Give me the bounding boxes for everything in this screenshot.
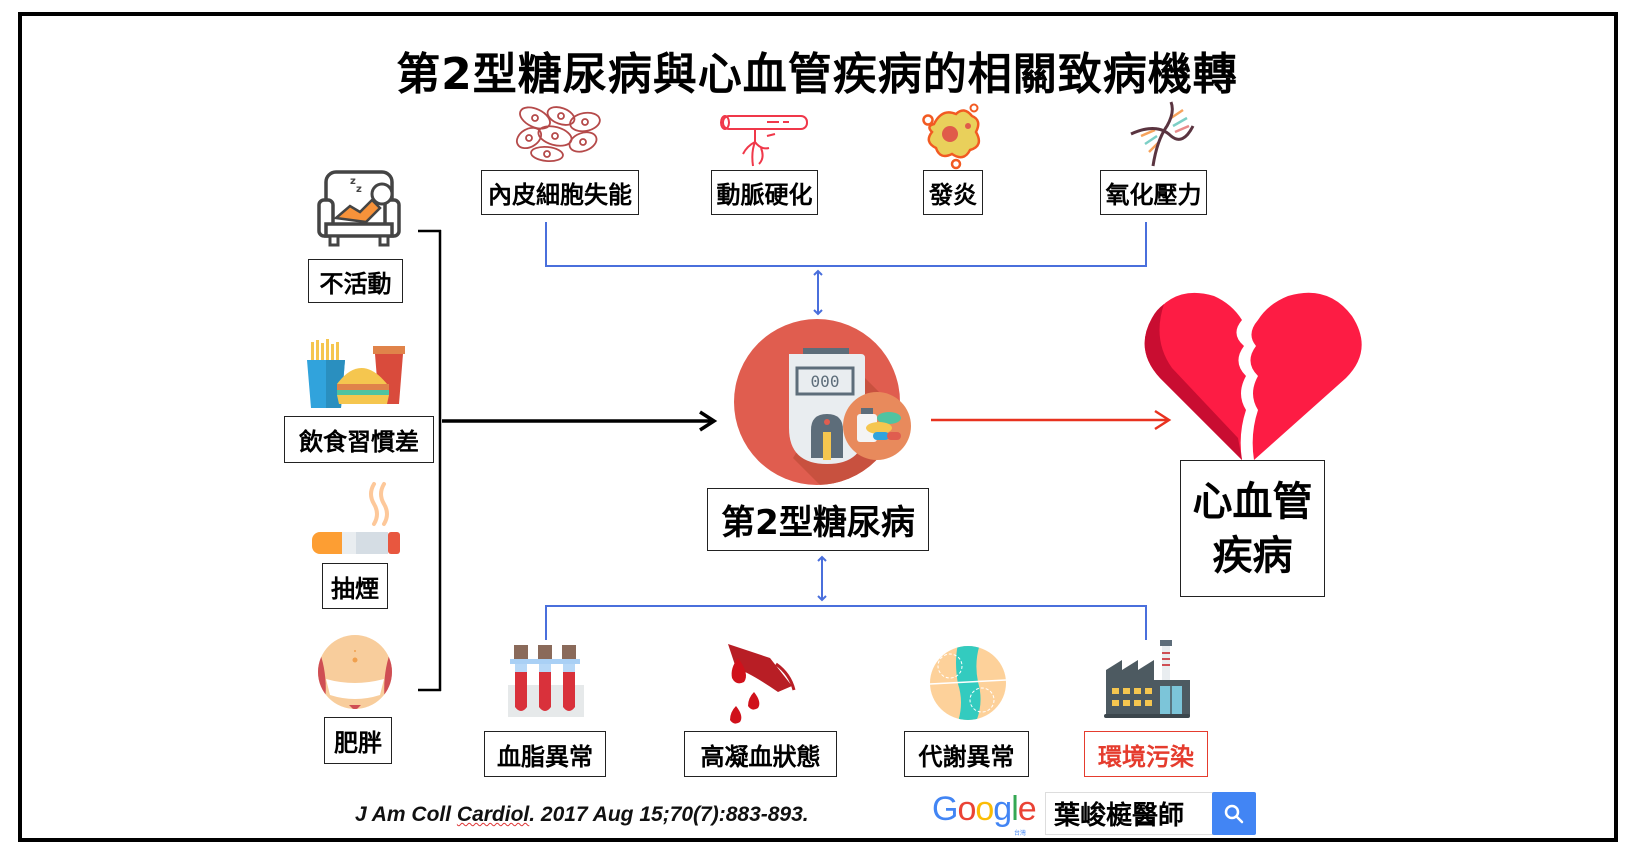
search-button[interactable] <box>1212 792 1256 835</box>
logo-letter: e <box>1017 790 1037 828</box>
risk-to-diabetes-arrow <box>442 410 718 432</box>
citation: J Am Coll Cardiol. 2017 Aug 15;70(7):883… <box>355 803 809 827</box>
citation-journal-abbrev: Cardiol <box>456 803 530 826</box>
logo-region: 台灣 <box>1014 831 1027 837</box>
mechanism-label: 氧化壓力 <box>1105 181 1202 209</box>
meter-display: 000 <box>811 372 840 391</box>
metabolism-icon <box>929 646 1007 720</box>
diabetes-to-cvd-arrow <box>931 409 1172 431</box>
diagram-frame <box>18 12 1618 842</box>
risk-factor-box: 抽煙 <box>322 563 388 609</box>
obese-belly-icon <box>318 635 392 709</box>
mechanism-box: 氧化壓力 <box>1100 170 1207 215</box>
top-mechanism-bracket <box>545 222 1147 267</box>
mechanism-label: 動脈硬化 <box>716 181 813 209</box>
outcome-label-line1: 心血管 <box>1192 478 1313 525</box>
risk-factor-bracket <box>418 229 442 692</box>
center-disease-box: 第2型糖尿病 <box>707 488 929 551</box>
search-query: 葉峻榳醫師 <box>1054 801 1185 831</box>
mechanism-box: 內皮細胞失能 <box>481 170 639 215</box>
mechanism-label: 發炎 <box>929 181 977 209</box>
blood-test-tubes-icon <box>508 645 584 717</box>
cigarette-icon <box>312 482 400 554</box>
mechanism-box: 血脂異常 <box>484 731 606 777</box>
sleeping-on-couch-icon: z z <box>317 170 401 247</box>
risk-factor-box: 不活動 <box>308 259 403 303</box>
dna-icon <box>1130 101 1195 167</box>
svg-text:z: z <box>356 184 362 195</box>
center-disease-label: 第2型糖尿病 <box>721 503 915 543</box>
bottom-mechanism-bracket <box>545 605 1147 640</box>
inflammation-cell-icon <box>922 103 981 170</box>
risk-factor-label: 飲食習慣差 <box>299 428 419 456</box>
factory-icon <box>1104 640 1190 718</box>
mechanism-label: 高凝血狀態 <box>700 742 821 771</box>
mechanism-label: 代謝異常 <box>918 742 1015 771</box>
logo-letter: o <box>975 790 994 828</box>
mechanism-label: 環境污染 <box>1098 742 1194 771</box>
citation-journal-prefix: J Am Coll <box>355 803 457 826</box>
google-logo: Google 台灣 <box>932 790 1037 837</box>
blood-drops-icon <box>728 644 796 724</box>
search-input[interactable]: 葉峻榳醫師 <box>1045 792 1213 835</box>
mechanism-label: 血脂異常 <box>497 742 593 771</box>
fast-food-icon <box>307 339 405 408</box>
mechanism-box: 高凝血狀態 <box>684 731 837 777</box>
page-title: 第2型糖尿病與心血管疾病的相關致病機轉 <box>396 49 1238 100</box>
mechanism-box: 代謝異常 <box>904 731 1029 777</box>
mechanism-box-highlight: 環境污染 <box>1084 731 1208 777</box>
risk-factor-label: 不活動 <box>319 269 392 298</box>
logo-letter: o <box>957 790 976 828</box>
mechanism-box: 動脈硬化 <box>711 170 818 215</box>
svg-text:z: z <box>350 176 356 187</box>
risk-factor-box: 肥胖 <box>324 717 392 764</box>
mechanism-box: 發炎 <box>923 170 983 215</box>
risk-factor-box: 飲食習慣差 <box>284 416 434 463</box>
logo-letter: l <box>1011 790 1019 828</box>
risk-factor-label: 抽煙 <box>331 574 379 603</box>
mechanism-label: 內皮細胞失能 <box>488 181 632 209</box>
citation-details: . 2017 Aug 15;70(7):883-893. <box>529 803 809 826</box>
risk-factor-label: 肥胖 <box>334 729 382 757</box>
logo-letter: G <box>932 790 958 828</box>
endothelial-cells-icon <box>515 106 601 163</box>
outcome-label-line2: 疾病 <box>1212 532 1293 579</box>
logo-letter: g <box>993 790 1012 828</box>
artery-icon <box>720 115 808 167</box>
search-icon <box>1224 804 1244 823</box>
broken-heart-icon <box>1144 292 1362 460</box>
glucose-meter-icon: 000 <box>734 319 911 485</box>
outcome-box: 心血管 疾病 <box>1180 460 1325 597</box>
